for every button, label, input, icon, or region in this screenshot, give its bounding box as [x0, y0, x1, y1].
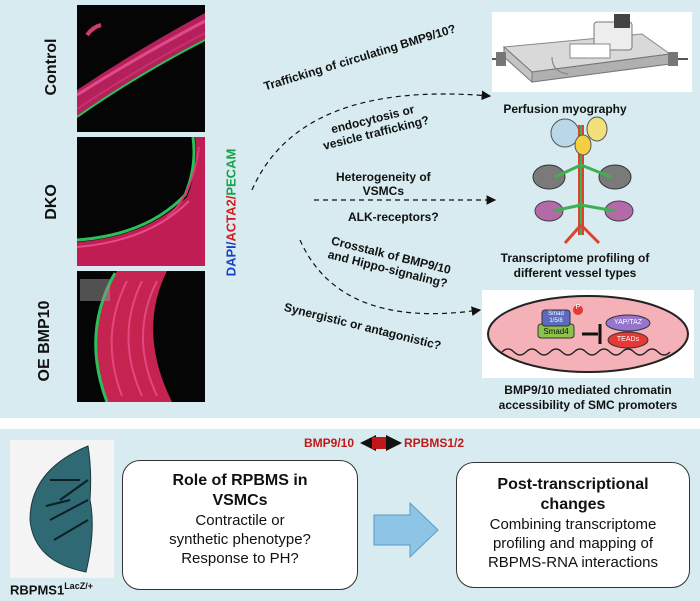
role-box-title-line2: VSMCs: [212, 492, 268, 509]
role-box-body-line3: Response to PH?: [181, 550, 299, 567]
micrograph-control: [77, 5, 205, 132]
post-box-title-line1: Post-transcriptional: [497, 476, 649, 493]
outcome-chromatin-line1: BMP9/10 mediated chromatin: [504, 383, 672, 397]
role-box-title-line1: Role of RPBMS in: [172, 472, 308, 489]
role-box-body-line1: Contractile or: [195, 512, 285, 529]
schematic-smad158-line1: Smad: [548, 311, 564, 317]
link-right-label: RPBMS1/2: [404, 436, 465, 450]
link-left-label: BMP9/10: [304, 436, 355, 450]
outcome-transcriptome-line2: different vessel types: [513, 266, 637, 280]
post-box-body-line3: RBPMS-RNA interactions: [487, 554, 659, 571]
link-box: [372, 437, 390, 449]
mouse-label: RBPMS1LacZ/+: [10, 581, 93, 597]
question-alk: ALK-receptors?: [348, 210, 439, 224]
schematic-smad4: Smad4: [543, 327, 569, 336]
post-box-title-line2: changes: [540, 496, 606, 513]
schematic-teads: TEADs: [616, 336, 640, 343]
outcome-chromatin: BMP9/10 mediated chromatin accessibility…: [478, 383, 698, 413]
vessel-tree-illustration: [525, 115, 645, 245]
outcome-transcriptome-line1: Transcriptome profiling of: [500, 251, 650, 265]
post-box-body-line1: Combining transcriptome: [489, 516, 657, 533]
post-transcriptional-box: Post-transcriptional changes Combining t…: [456, 462, 690, 588]
lung-image: [10, 440, 114, 578]
chromatin-schematic: Smad 1/5/8 Smad4 P YAP/TAZ TEADs: [482, 290, 694, 378]
outcome-chromatin-line2: accessibility of SMC promoters: [498, 398, 678, 412]
mouse-label-sup: LacZ/+: [64, 581, 93, 591]
post-box-body-line2: profiling and mapping of: [492, 535, 654, 552]
outcome-transcriptome: Transcriptome profiling of different ves…: [490, 251, 660, 281]
micrograph-oe-bmp10: [77, 271, 205, 402]
schematic-yap-taz: YAP/TAZ: [613, 319, 643, 326]
mouse-label-base: RBPMS1: [10, 582, 65, 598]
myograph-illustration: [492, 12, 692, 92]
micrograph-dko: [77, 137, 205, 266]
role-box-body-line2: synthetic phenotype?: [169, 531, 311, 548]
role-rpbms-box: Role of RPBMS in VSMCs Contractile or sy…: [122, 460, 358, 590]
process-arrow: [373, 501, 439, 559]
outcome-perfusion: Perfusion myography: [503, 102, 627, 116]
arrow-to-chromatin: [299, 239, 482, 316]
schematic-smad158: Smad 1/5/8: [542, 311, 570, 325]
question-heterogeneity-line1: Heterogeneity of: [336, 170, 431, 184]
question-heterogeneity: Heterogeneity of VSMCs: [336, 170, 431, 198]
schematic-p: P: [575, 304, 581, 311]
arrow-to-perfusion: [251, 90, 492, 191]
schematic-smad158-line2: 1/5/8: [549, 318, 563, 324]
question-heterogeneity-line2: VSMCs: [362, 184, 405, 198]
